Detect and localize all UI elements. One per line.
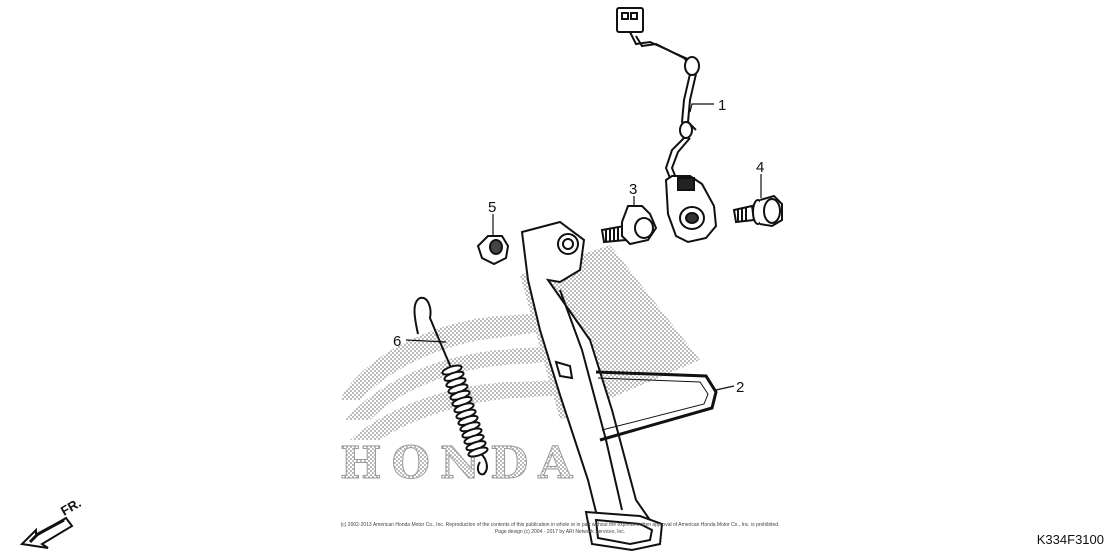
front-direction-label: FR. [58, 495, 84, 518]
callout-2: 2 [736, 379, 744, 396]
callout-6: 6 [393, 333, 401, 350]
leader-lines [405, 103, 762, 391]
page-design-notice: Page design (c) 2004 - 2017 by ARI Netwo… [494, 529, 626, 535]
honda-wordmark-watermark: HONDA [340, 438, 582, 490]
spring-coil [467, 446, 489, 458]
pivot-bolt [600, 205, 658, 246]
callout-5: 5 [488, 199, 496, 216]
front-direction-arrow-icon [19, 516, 74, 549]
side-stand [520, 220, 718, 552]
flange-bolt [732, 194, 783, 228]
copyright-notice: (c) 2002-2013 American Honda Motor Co., … [340, 522, 780, 528]
return-spring [413, 296, 489, 476]
lock-nut [476, 235, 510, 266]
diagram-code: K334F3100 [1036, 532, 1104, 547]
callout-1: 1 [718, 97, 726, 114]
svg-text:HONDA: HONDA [340, 438, 582, 489]
callout-4: 4 [756, 159, 764, 176]
callout-3: 3 [629, 181, 637, 198]
side-stand-switch [616, 7, 718, 244]
